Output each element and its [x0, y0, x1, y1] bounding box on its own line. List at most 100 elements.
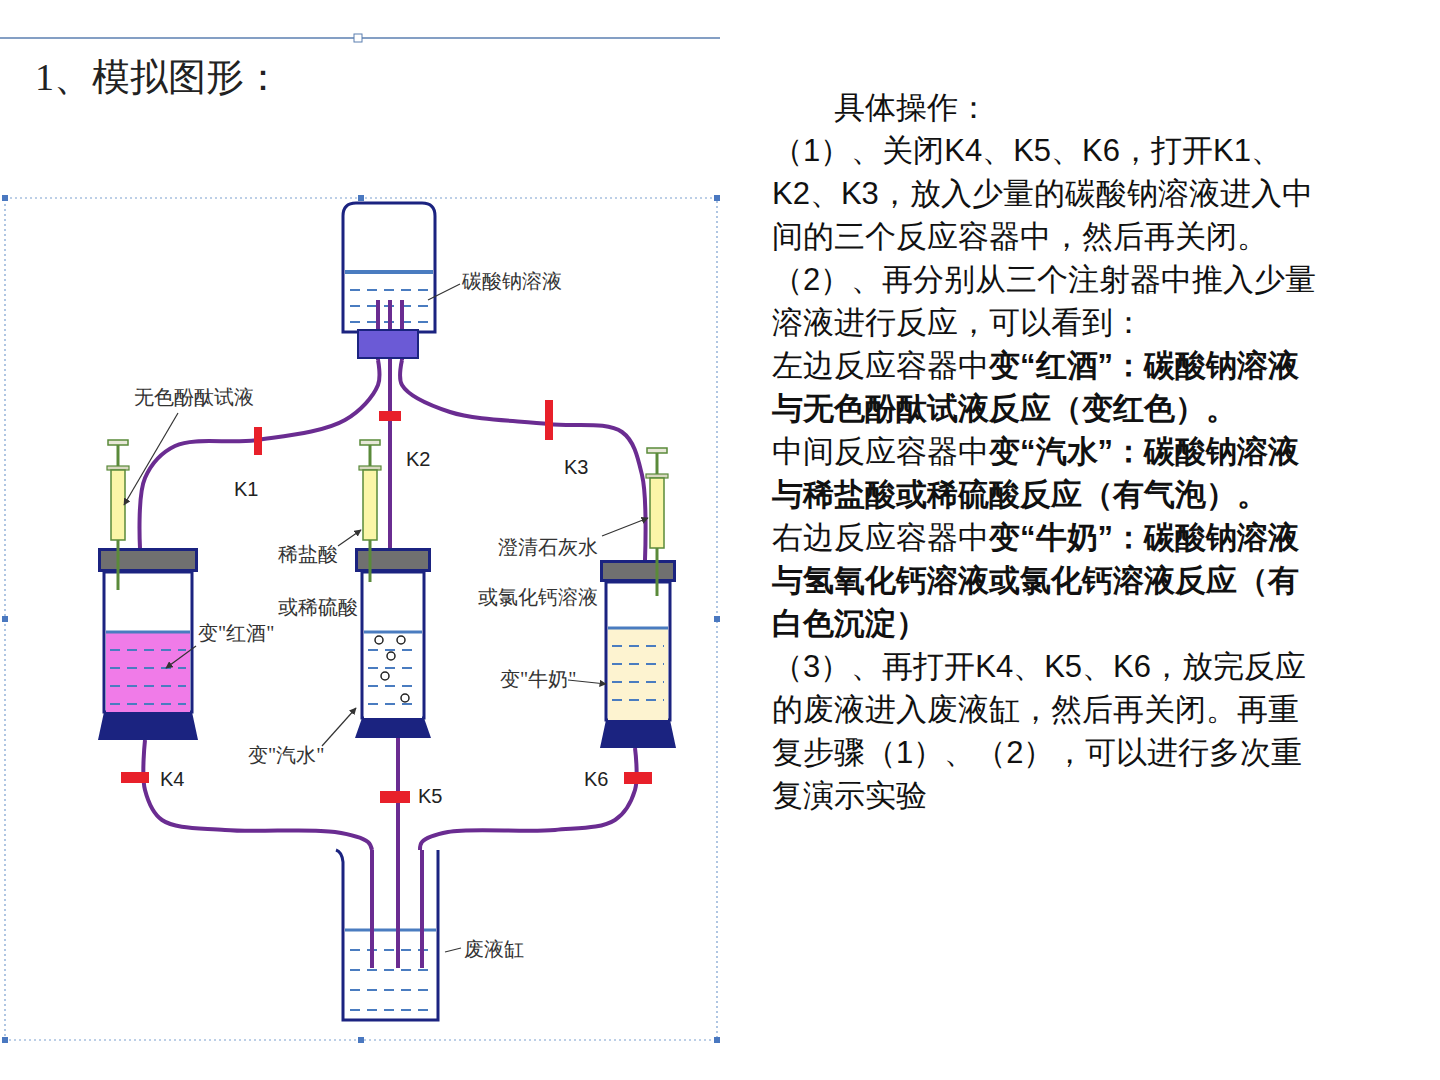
- reaction-vessel: 变"牛奶": [600, 560, 676, 748]
- liquid-surface: [345, 270, 433, 274]
- liquid-dash: [612, 663, 664, 665]
- tube: [400, 360, 646, 560]
- slide-title: 1、模拟图形：: [35, 52, 282, 103]
- barrel: [650, 478, 664, 548]
- paragraph: （2）、再分别从三个注射器中推入少量溶液进行反应，可以看到：: [772, 258, 1317, 344]
- leader-line: [322, 708, 356, 746]
- step-text: （2）、再分别从三个注射器中推入少量溶液进行反应，可以看到：: [772, 262, 1316, 340]
- vessel-lid: [357, 550, 430, 571]
- vessel-base: [98, 712, 198, 740]
- liquid-dash: [350, 989, 432, 991]
- liquid-dash: [368, 649, 418, 651]
- handle: [354, 34, 362, 42]
- liquid-surface: [608, 627, 668, 630]
- bottle-stopper: [358, 330, 418, 358]
- bubble: [375, 636, 383, 644]
- vessel-shape: [336, 850, 442, 1022]
- needle: [656, 548, 659, 596]
- instructions: 具体操作： （1）、关闭K4、K5、K6，打开K1、K2、K3，放入少量的碳酸钠溶…: [772, 86, 1317, 817]
- valve-label: K3: [562, 456, 590, 479]
- syringe-left: [107, 440, 129, 590]
- needle: [117, 540, 120, 590]
- leader-line: [445, 948, 461, 952]
- bubble: [387, 652, 395, 660]
- valve: [380, 791, 410, 803]
- vessel-shape: [98, 548, 198, 740]
- liquid-dash: [350, 1009, 432, 1011]
- vessel-caption: 变"红酒": [198, 620, 274, 647]
- valve-label: K1: [232, 478, 260, 501]
- tube: [388, 360, 392, 548]
- syringe-right: [646, 448, 668, 596]
- valve-label: K5: [416, 785, 444, 808]
- vessel-caption: 废液缸: [464, 936, 524, 963]
- liquid-dash: [110, 649, 186, 651]
- bubble: [381, 672, 389, 680]
- reaction-vessel: 变"红酒": [98, 548, 198, 740]
- vessel-shape: [355, 548, 431, 738]
- bubble: [397, 636, 405, 644]
- barrel: [111, 470, 125, 540]
- plunger-cap: [360, 440, 380, 445]
- liquid-dash: [350, 289, 428, 291]
- beaker-outline: [336, 850, 438, 1020]
- step-text: （3）、再打开K4、K5、K6，放完反应的废液进入废液缸，然后再关闭。再重复步骤…: [772, 649, 1306, 813]
- step-text: 中间反应容器中: [772, 434, 989, 469]
- reaction-vessel: 变"汽水": [355, 548, 431, 738]
- vessel-base: [355, 718, 431, 738]
- step-text: 具体操作：: [834, 90, 989, 125]
- tube-in-beaker: [420, 850, 424, 968]
- vessel-body: [104, 572, 192, 712]
- liquid-dash: [110, 667, 186, 669]
- vessel-lid: [602, 562, 675, 581]
- liquid-dash: [368, 667, 418, 669]
- step-text: 左边反应容器中: [772, 348, 989, 383]
- handle: [2, 195, 8, 201]
- liquid-dash: [350, 949, 432, 951]
- reagent-label: 澄清石灰水 或氯化钙溶液: [470, 522, 598, 622]
- handle: [714, 195, 720, 201]
- tube-in-beaker: [396, 850, 400, 968]
- handle: [2, 616, 8, 622]
- valve-label: K2: [404, 448, 432, 471]
- vessel-base: [600, 720, 676, 748]
- vessel-body: [362, 572, 424, 718]
- tube: [420, 748, 637, 850]
- needle: [369, 540, 372, 582]
- handle: [714, 616, 720, 622]
- vessel-caption: 碳酸钠溶液: [462, 268, 562, 295]
- leader-line: [338, 530, 361, 546]
- leader-line: [166, 646, 196, 668]
- liquid-dash: [110, 703, 186, 705]
- waste-beaker: 废液缸: [336, 850, 442, 1022]
- leader-line: [428, 284, 460, 300]
- liquid-dash: [612, 699, 664, 701]
- liquid: [364, 632, 422, 718]
- paragraph: 具体操作：: [772, 86, 1317, 129]
- paragraph: 中间反应容器中变“汽水”：碳酸钠溶液与稀盐酸或稀硫酸反应（有气泡）。: [772, 430, 1317, 516]
- leader-line: [568, 680, 606, 684]
- plunger-cap: [647, 448, 667, 453]
- image-frame: [5, 198, 717, 1040]
- vessel-caption: 变"汽水": [248, 742, 324, 769]
- valve: [545, 400, 553, 440]
- liquid-dash: [350, 969, 432, 971]
- step-text: （1）、关闭K4、K5、K6，打开K1、K2、K3，放入少量的碳酸钠溶液进入中间…: [772, 133, 1313, 254]
- valve-label: K6: [582, 768, 610, 791]
- liquid-dash: [368, 703, 418, 705]
- tube: [143, 740, 372, 850]
- reagent-bottle: 碳酸钠溶液: [340, 200, 438, 360]
- handle: [358, 1037, 364, 1043]
- valve-label: K4: [158, 768, 186, 791]
- syringe-middle: [359, 440, 381, 582]
- vessel-lid: [100, 550, 197, 571]
- step-text: 右边反应容器中: [772, 520, 989, 555]
- vessel-caption: 变"牛奶": [500, 666, 576, 693]
- handle: [714, 1037, 720, 1043]
- paragraph: 左边反应容器中变“红酒”：碳酸钠溶液与无色酚酞试液反应（变红色）。: [772, 344, 1317, 430]
- liquid-dash: [110, 685, 186, 687]
- paragraph: （1）、关闭K4、K5、K6，打开K1、K2、K3，放入少量的碳酸钠溶液进入中间…: [772, 129, 1317, 258]
- barrel: [363, 470, 377, 540]
- handle: [358, 195, 364, 201]
- valve: [624, 772, 652, 784]
